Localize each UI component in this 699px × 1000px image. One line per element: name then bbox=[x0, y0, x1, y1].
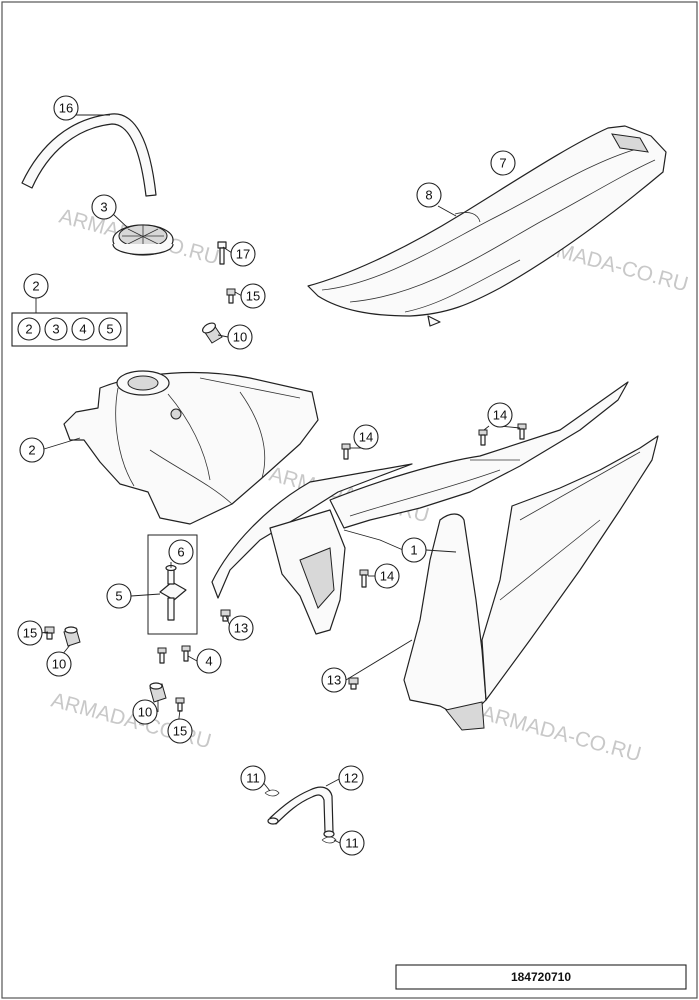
fuel-pump-group bbox=[147, 534, 198, 635]
small-screw-part bbox=[226, 288, 236, 304]
screw-part bbox=[217, 241, 227, 265]
callout-13: 13 bbox=[321, 667, 347, 693]
callout-number: 16 bbox=[59, 101, 73, 116]
reference-number-box: 184720710 bbox=[395, 964, 687, 990]
callout-number: 2 bbox=[32, 279, 39, 294]
callout-number: 2 bbox=[28, 443, 35, 458]
callout-number: 15 bbox=[23, 626, 37, 641]
callout-10: 10 bbox=[227, 324, 253, 350]
kit-item-3: 3 bbox=[44, 317, 68, 341]
callout-number: 5 bbox=[115, 589, 122, 604]
seat-part bbox=[307, 125, 667, 327]
callout-7: 7 bbox=[490, 150, 516, 176]
kit-item-5: 5 bbox=[98, 317, 122, 341]
callout-6: 6 bbox=[168, 539, 194, 565]
side-panel-left-part bbox=[211, 381, 629, 635]
callout-number: 14 bbox=[359, 430, 373, 445]
callout-number: 15 bbox=[246, 289, 260, 304]
watermark: ARMADA-CO.RU bbox=[49, 689, 214, 754]
callout-number: 13 bbox=[234, 621, 248, 636]
callout-number: 10 bbox=[52, 657, 66, 672]
watermark: ARMADA-CO.RU bbox=[479, 702, 644, 767]
side-panel-right-part bbox=[403, 435, 659, 731]
callout-number: 7 bbox=[499, 156, 506, 171]
callout-4: 4 bbox=[196, 648, 222, 674]
callout-2: 2 bbox=[19, 437, 45, 463]
kit-item-number: 3 bbox=[52, 322, 59, 337]
kit-item-number: 2 bbox=[25, 322, 32, 337]
small-fasteners-part bbox=[44, 626, 191, 712]
kit-item-number: 5 bbox=[106, 322, 113, 337]
callout-8: 8 bbox=[416, 182, 442, 208]
callout-number: 8 bbox=[425, 188, 432, 203]
callout-2: 2 bbox=[23, 273, 49, 299]
kit-group-box: 2 3 4 5 bbox=[11, 312, 128, 347]
kit-item-2: 2 bbox=[17, 317, 41, 341]
callout-number: 10 bbox=[233, 330, 247, 345]
callout-number: 13 bbox=[327, 673, 341, 688]
callout-11: 11 bbox=[240, 765, 266, 791]
panel-screw-part bbox=[341, 423, 527, 588]
rubber-bushing-part bbox=[202, 322, 223, 344]
fuel-hose-part bbox=[264, 786, 337, 844]
leader-lines bbox=[35, 114, 521, 844]
fuel-pump-detail-frame bbox=[147, 534, 198, 635]
callout-12: 12 bbox=[338, 765, 364, 791]
kit-item-4: 4 bbox=[71, 317, 95, 341]
callout-number: 17 bbox=[236, 247, 250, 262]
callout-number: 10 bbox=[138, 705, 152, 720]
callout-number: 4 bbox=[205, 654, 212, 669]
callout-number: 14 bbox=[380, 569, 394, 584]
reference-number: 184720710 bbox=[511, 970, 571, 984]
callout-number: 11 bbox=[246, 771, 260, 786]
callout-10: 10 bbox=[132, 699, 158, 725]
callout-10: 10 bbox=[46, 651, 72, 677]
callout-number: 6 bbox=[177, 545, 184, 560]
callout-number: 15 bbox=[173, 724, 187, 739]
fuel-cap-part bbox=[112, 224, 174, 256]
callout-number: 12 bbox=[344, 771, 358, 786]
callout-14: 14 bbox=[487, 402, 513, 428]
breather-hose-part bbox=[21, 113, 157, 197]
callout-16: 16 bbox=[53, 95, 79, 121]
kit-item-number: 4 bbox=[79, 322, 86, 337]
callout-15: 15 bbox=[17, 620, 43, 646]
fuel-tank-part bbox=[63, 370, 319, 525]
callout-number: 14 bbox=[493, 408, 507, 423]
callout-13: 13 bbox=[228, 615, 254, 641]
callout-14: 14 bbox=[353, 424, 379, 450]
callout-11: 11 bbox=[339, 830, 365, 856]
callout-17: 17 bbox=[230, 241, 256, 267]
callout-15: 15 bbox=[240, 283, 266, 309]
callout-number: 3 bbox=[100, 200, 107, 215]
callout-14: 14 bbox=[374, 563, 400, 589]
fastener-screw-part bbox=[220, 609, 359, 690]
callout-3: 3 bbox=[91, 194, 117, 220]
callout-1: 1 bbox=[401, 537, 427, 563]
callout-number: 11 bbox=[345, 836, 359, 851]
callout-15: 15 bbox=[167, 718, 193, 744]
callout-number: 1 bbox=[410, 543, 417, 558]
callout-5: 5 bbox=[106, 583, 132, 609]
